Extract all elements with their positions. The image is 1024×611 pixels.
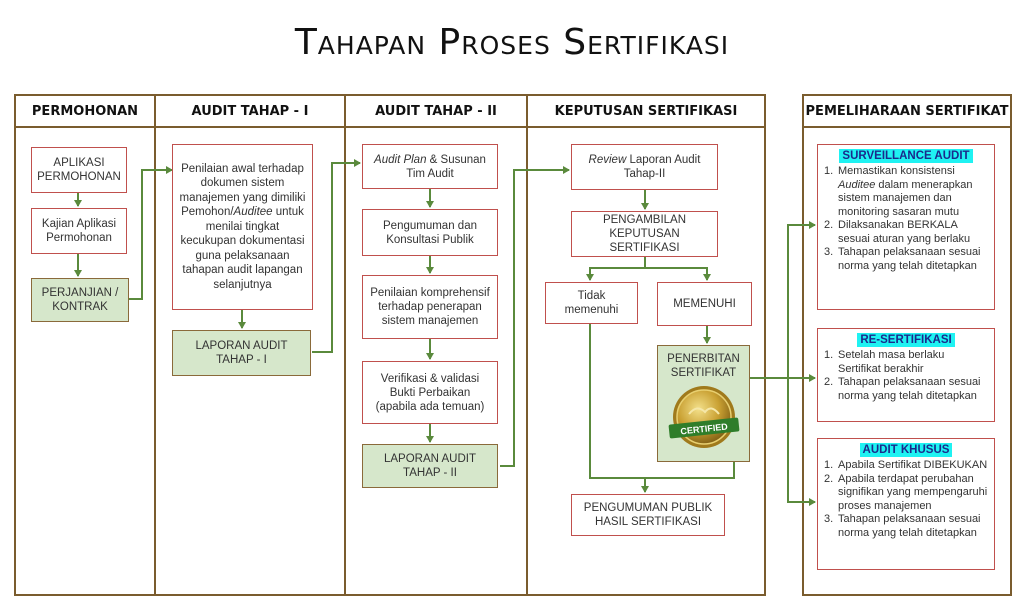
list-item: 1.Memastikan konsistensi Auditee dalam m… [824, 165, 973, 218]
arrow [128, 166, 173, 300]
column-header-pemeliharaan: PEMELIHARAAN SERTIFIKAT [804, 96, 1010, 128]
list-item: 2.Tahapan pelaksanaan sesuai norma yang … [824, 376, 981, 402]
laporan-audit-tahap-2-label: LAPORAN AUDIT TAHAP - II [383, 453, 477, 479]
review-em: Review [588, 154, 627, 166]
surveillance-audit-list: 1.Memastikan konsistensi Auditee dalam m… [824, 165, 988, 273]
perjanjian-kontrak-label: PERJANJIAN / KONTRAK [41, 287, 119, 313]
penerbitan-sertifikat-box: PENERBITAN SERTIFIKAT CERTIFIED [657, 345, 750, 462]
list-item: 2.Apabila terdapat perubahan signifikan … [824, 472, 988, 512]
column-header-keputusan: KEPUTUSAN SERTIFIKASI [528, 96, 764, 128]
penilaian-awal-box: Penilaian awal terhadap dokumen sistem m… [172, 144, 313, 310]
audit-khusus-list: 1.Apabila Sertifikat DIBEKUKAN 2.Apabila… [824, 459, 988, 540]
column-header-permohonan: PERMOHONAN [16, 96, 154, 128]
pengumuman-konsultasi-box: Pengumuman dan Konsultasi Publik [362, 209, 498, 256]
list-item: 1.Apabila Sertifikat DIBEKUKAN [824, 459, 988, 471]
penilaian-komprehensif-box: Penilaian komprehensif terhadap penerapa… [362, 275, 498, 339]
tidak-memenuhi-label: Tidak memenuhi [564, 290, 619, 316]
aplikasi-permohonan-label: APLIKASI PERMOHONAN [37, 157, 121, 183]
aplikasi-permohonan-box: APLIKASI PERMOHONAN [31, 147, 127, 193]
page-title: Tahapan Proses Sertifikasi [294, 22, 730, 63]
review-laporan-box: Review Laporan Audit Tahap-II [571, 144, 718, 190]
certified-seal-icon: CERTIFIED [668, 386, 739, 448]
column-keputusan-sertifikasi: KEPUTUSAN SERTIFIKASI [526, 94, 766, 596]
re-sertifikasi-box: RE-SERTIFIKASI 1.Setelah masa berlaku Se… [817, 328, 995, 422]
tidak-memenuhi-box: Tidak memenuhi [545, 282, 638, 324]
re-sertifikasi-title: RE-SERTIFIKASI [857, 333, 955, 347]
certified-seal-text: CERTIFIED [679, 421, 728, 436]
audit-plan-box: Audit Plan & Susunan Tim Audit [362, 144, 498, 189]
verifikasi-validasi-label: Verifikasi & validasi Bukti Perbaikan (a… [375, 372, 485, 413]
arrow [750, 221, 816, 379]
list-item: 2.Dilaksanakan BERKALA sesuai aturan yan… [824, 219, 971, 245]
pengumuman-konsultasi-label: Pengumuman dan Konsultasi Publik [383, 219, 477, 246]
laporan-audit-tahap-1-box: LAPORAN AUDIT TAHAP - I [172, 330, 311, 376]
arrow [500, 166, 570, 467]
kajian-aplikasi-label: Kajian Aplikasi Permohonan [41, 218, 117, 244]
penilaian-awal-text-b: untuk menilai tingkat kecukupan dokument… [180, 206, 305, 291]
arrow [586, 257, 646, 281]
verifikasi-validasi-box: Verifikasi & validasi Bukti Perbaikan (a… [362, 361, 498, 424]
column-header-audit-tahap-2: AUDIT TAHAP - II [346, 96, 526, 128]
review-rest: Laporan Audit Tahap-II [623, 154, 701, 180]
kajian-aplikasi-box: Kajian Aplikasi Permohonan [31, 208, 127, 254]
arrow [645, 267, 711, 281]
pengambilan-keputusan-box: PENGAMBILAN KEPUTUSAN SERTIFIKASI [571, 211, 718, 257]
laporan-audit-tahap-2-box: LAPORAN AUDIT TAHAP - II [362, 444, 498, 488]
audit-plan-em: Audit Plan [374, 153, 427, 166]
arrow [312, 159, 361, 353]
surveillance-audit-box: SURVEILLANCE AUDIT 1.Memastikan konsiste… [817, 144, 995, 310]
audit-khusus-title: AUDIT KHUSUS [859, 443, 953, 457]
re-sertifikasi-list: 1.Setelah masa berlaku Sertifikat berakh… [824, 349, 988, 403]
list-item: 3.Tahapan pelaksanaan sesuai norma yang … [824, 513, 981, 539]
memenuhi-label: MEMENUHI [673, 298, 736, 310]
pengambilan-keputusan-label: PENGAMBILAN KEPUTUSAN SERTIFIKASI [602, 214, 687, 254]
penilaian-awal-auditee: Auditee [233, 206, 273, 219]
list-item: 3.Tahapan pelaksanaan sesuai norma yang … [824, 246, 981, 272]
penilaian-komprehensif-label: Penilaian komprehensif terhadap penerapa… [370, 287, 490, 327]
perjanjian-kontrak-box: PERJANJIAN / KONTRAK [31, 278, 129, 322]
audit-khusus-box: AUDIT KHUSUS 1.Apabila Sertifikat DIBEKU… [817, 438, 995, 570]
column-header-audit-tahap-1: AUDIT TAHAP - I [156, 96, 344, 128]
arrow [787, 378, 816, 506]
laporan-audit-tahap-1-label: LAPORAN AUDIT TAHAP - I [195, 340, 288, 366]
pengumuman-publik-label: PENGUMUMAN PUBLIK HASIL SERTIFIKASI [583, 502, 713, 528]
surveillance-audit-title: SURVEILLANCE AUDIT [839, 149, 973, 163]
column-pemeliharaan-sertifikat: PEMELIHARAAN SERTIFIKAT [802, 94, 1012, 596]
arrow [589, 324, 735, 479]
penerbitan-sertifikat-label: PENERBITAN SERTIFIKAT [667, 353, 740, 379]
audit-plan-rest: & Susunan Tim Audit [406, 153, 486, 180]
memenuhi-box: MEMENUHI [657, 282, 752, 326]
list-item: 1.Setelah masa berlaku Sertifikat berakh… [824, 349, 945, 375]
penilaian-awal-text-a: Penilaian awal terhadap dokumen sistem m… [179, 162, 306, 219]
pengumuman-publik-box: PENGUMUMAN PUBLIK HASIL SERTIFIKASI [571, 494, 725, 536]
